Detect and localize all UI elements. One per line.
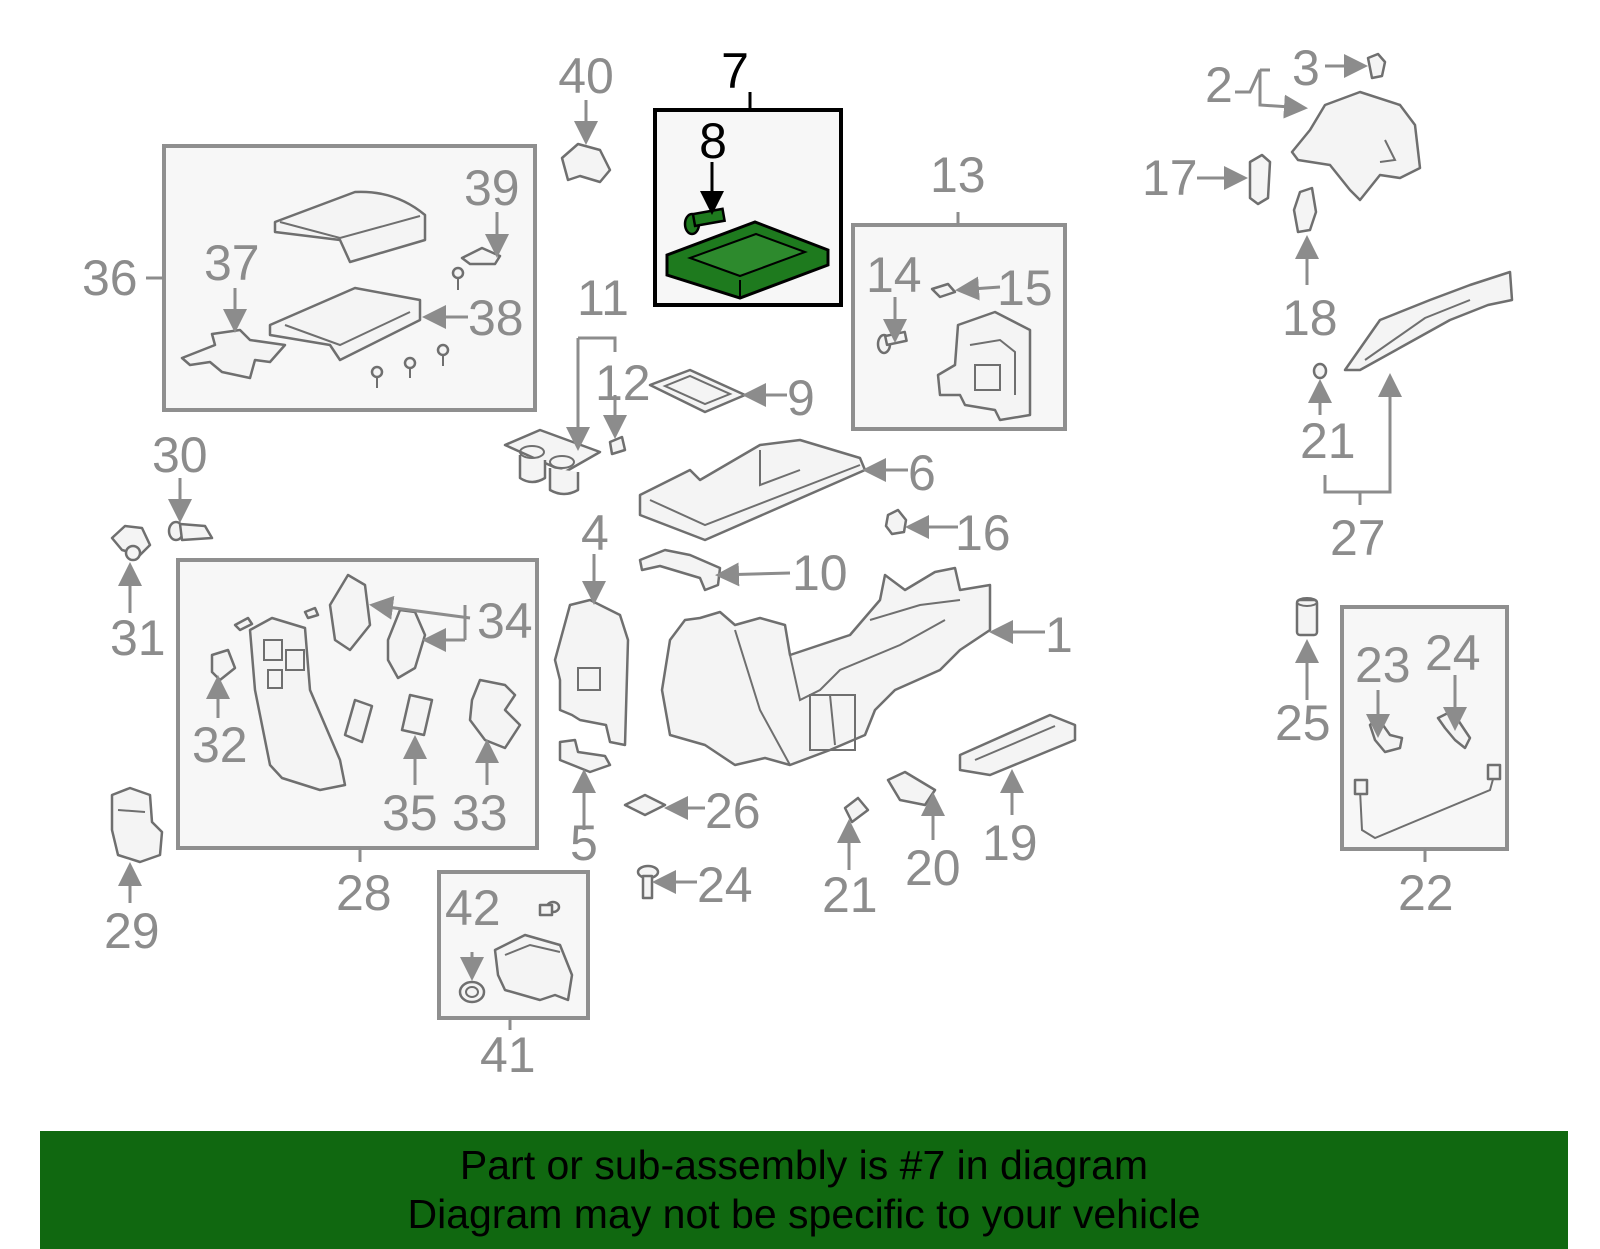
label-16: 16: [955, 505, 1011, 561]
part-1-console: [660, 566, 992, 767]
part-12-clip: [608, 435, 627, 456]
label-8: 8: [699, 113, 727, 169]
label-11: 11: [577, 270, 629, 326]
label-18: 18: [1282, 290, 1338, 346]
label-42: 41: [480, 1027, 536, 1083]
label-21-upper: 21: [1300, 413, 1356, 469]
part-28-trim: [1343, 270, 1514, 372]
part-38-bracket: [180, 328, 287, 380]
label-33: 32: [192, 717, 248, 773]
label-35: 34: [477, 593, 533, 649]
part-22-harness: [1353, 763, 1502, 840]
part-29-bezel: [248, 616, 347, 792]
label-34: 33: [452, 785, 508, 841]
part-43-grommet: [458, 980, 486, 1004]
label-12: 12: [595, 355, 651, 411]
screws-37: [370, 266, 465, 388]
label-4: 4: [581, 505, 609, 561]
label-39: 38: [468, 290, 524, 346]
label-24: 24: [1425, 625, 1481, 681]
part-31-sensor: [167, 520, 214, 542]
part-7-tray[interactable]: [665, 220, 830, 300]
part-13-switch: [936, 310, 1032, 422]
label-3: 3: [1292, 40, 1320, 96]
part-9-mat: [648, 368, 747, 414]
part-35-cover-a: [328, 573, 372, 652]
part-armrest-lid: [273, 190, 427, 264]
banner-line-2: Diagram may not be specific to your vehi…: [407, 1191, 1201, 1237]
label-19: 19: [982, 815, 1038, 871]
part-small-clip-29: [303, 606, 320, 620]
label-28: 27: [1330, 510, 1386, 566]
part-39-hinge: [268, 286, 422, 362]
label-2: 2: [1205, 57, 1233, 113]
banner-line-1: Part or sub-assembly is #7 in diagram: [459, 1142, 1149, 1188]
part-30-bracket: [110, 786, 164, 864]
part-strip-29: [343, 698, 374, 744]
part-41-knob: [560, 142, 612, 184]
part-27-pad: [623, 793, 667, 817]
label-31: 30: [152, 427, 208, 483]
part-32-lamp: [110, 524, 152, 562]
label-37: 36: [82, 250, 138, 306]
info-banner: Part or sub-assembly is #7 in diagram Di…: [40, 1131, 1568, 1249]
part-19-duct: [958, 713, 1077, 777]
label-27: 26: [705, 783, 761, 839]
label-6: 6: [908, 445, 936, 501]
label-15: 15: [997, 260, 1053, 316]
label-1: 1: [1045, 607, 1073, 663]
label-21-lower: 21: [822, 867, 878, 923]
label-43: 42: [445, 880, 501, 936]
part-42-module: [493, 933, 574, 1002]
part-small-screw-29: [233, 616, 254, 632]
label-13: 13: [930, 147, 986, 203]
part-4-panel: [553, 598, 630, 747]
label-9: 9: [787, 370, 815, 426]
part-5-bracket: [558, 738, 612, 774]
part-21-clip-lower: [843, 796, 870, 824]
part-17-bracket: [1248, 153, 1272, 206]
part-21-clip-upper: [1312, 362, 1328, 380]
label-23: 23: [1355, 637, 1411, 693]
part-26-connector: [1295, 597, 1319, 637]
label-25: 24: [697, 857, 753, 913]
label-22: 22: [1398, 865, 1454, 921]
part-36-trim: [400, 693, 434, 737]
part-11-cupholder: [503, 428, 602, 496]
label-20: 20: [905, 840, 961, 896]
part-6-lid: [638, 438, 867, 542]
part-10-bracket: [638, 548, 722, 592]
label-32: 31: [110, 610, 166, 666]
label-41: 40: [558, 48, 614, 104]
part-20-clip: [886, 770, 937, 807]
label-17: 17: [1142, 150, 1198, 206]
part-16-clip: [884, 508, 908, 536]
part-18-clip: [1292, 186, 1318, 234]
part-15-clip: [930, 282, 957, 299]
part-34-panel: [468, 678, 522, 750]
label-26: 25: [1275, 695, 1331, 751]
label-5: 5: [570, 815, 598, 871]
leader-lines: [118, 54, 1467, 1030]
part-2-bracket: [1290, 90, 1422, 202]
part-3-clip: [1366, 52, 1387, 80]
label-10: 10: [792, 545, 848, 601]
label-36: 35: [382, 785, 438, 841]
label-14: 14: [866, 247, 922, 303]
part-labels: 7 8 40 36 37 39 38 11 12 9 13 14 15 6 16…: [82, 40, 1481, 1083]
label-29: 28: [336, 865, 392, 921]
label-38: 37: [204, 235, 260, 291]
label-40: 39: [464, 160, 520, 216]
part-42-screw: [538, 900, 561, 917]
part-33-clip: [210, 648, 237, 682]
label-7: 7: [721, 43, 749, 99]
label-30: 29: [104, 903, 160, 959]
